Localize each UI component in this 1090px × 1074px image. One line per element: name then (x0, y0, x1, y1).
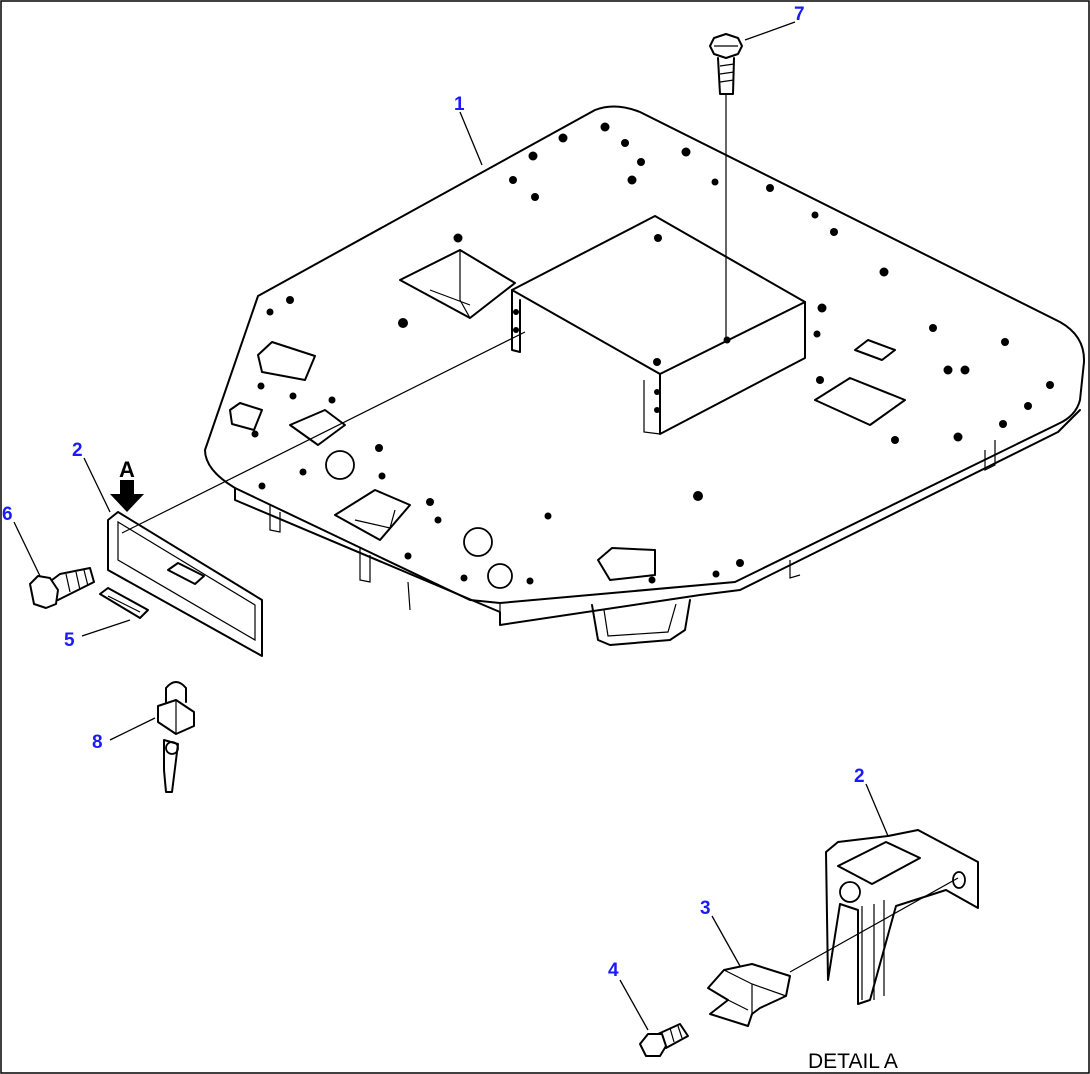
detail-label: DETAIL A (808, 1050, 898, 1073)
floor-plate (204, 105, 1086, 646)
bolt-7 (709, 33, 743, 338)
catch-plate-5 (99, 587, 149, 619)
callout-2-detail: 2 (854, 766, 865, 787)
view-arrow-label: A (119, 457, 135, 482)
callout-4: 4 (608, 960, 619, 981)
callout-3: 3 (700, 898, 711, 919)
leader-lines (13, 21, 889, 1031)
padlock-8 (157, 681, 195, 793)
callout-7: 7 (794, 4, 805, 25)
callout-1: 1 (454, 94, 465, 115)
view-arrow: A (110, 457, 144, 512)
callout-6: 6 (2, 504, 13, 525)
callout-2-main: 2 (72, 440, 83, 461)
lid-bracket (107, 331, 526, 657)
bolt-6 (29, 567, 95, 609)
callouts: 1 2 2 3 4 5 6 7 8 (2, 4, 865, 981)
detail-a-assembly (639, 829, 979, 1057)
callout-5: 5 (64, 630, 75, 651)
callout-8: 8 (92, 732, 103, 753)
